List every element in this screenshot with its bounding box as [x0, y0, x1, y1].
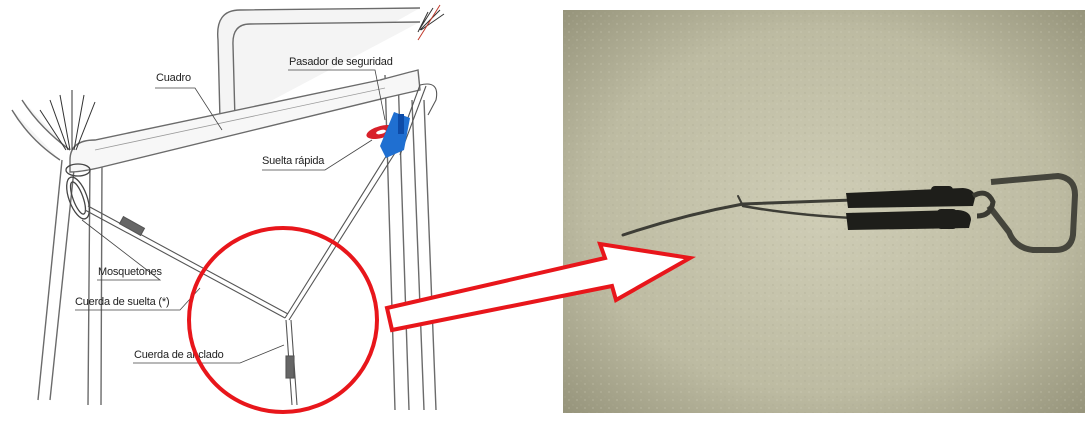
label-carabiners: Mosquetones: [98, 266, 162, 278]
label-release-rope: Cuerda de suelta (*): [75, 296, 169, 308]
right-rope-ends: [418, 5, 444, 40]
label-anchor-rope: Cuerda de anclado: [134, 349, 224, 361]
label-safety-pin: Pasador de seguridad: [289, 56, 393, 68]
release-rope-upper: [285, 84, 437, 320]
anchor-rope: [286, 320, 297, 405]
rigging-diagram: Cuadro Pasador de seguridad Suelta rápid…: [0, 0, 560, 421]
rigging-diagram-drawing: [0, 0, 560, 421]
label-frame: Cuadro: [156, 72, 191, 84]
label-quick-release: Suelta rápida: [262, 155, 324, 167]
rope-photo-image: [563, 10, 1085, 413]
rope-photo: [563, 10, 1085, 413]
